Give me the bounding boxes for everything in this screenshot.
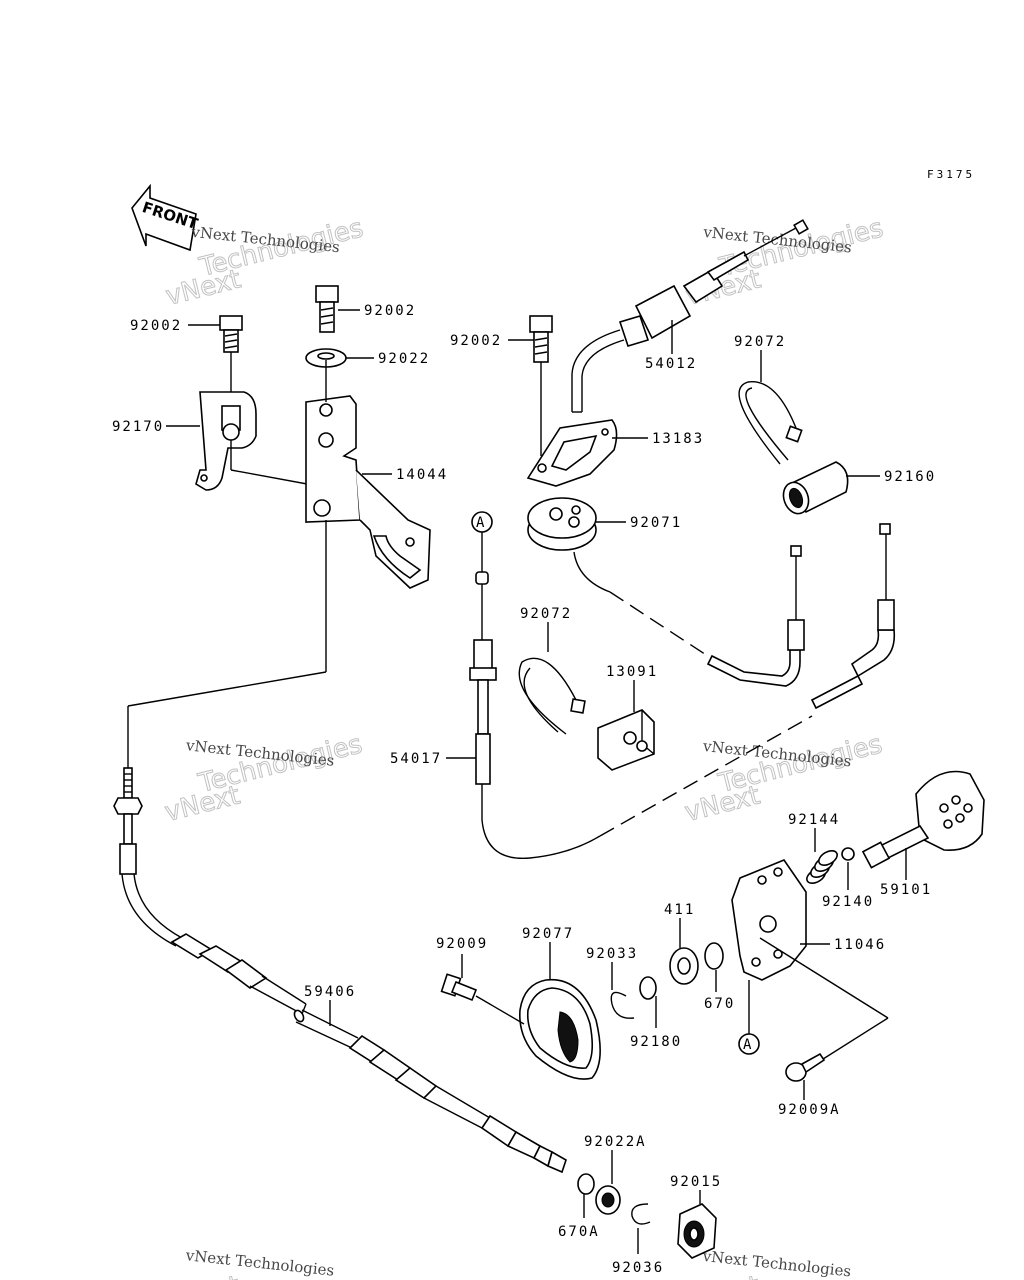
strap-92072-mid [518,657,586,735]
cable-59406 [113,767,567,1174]
label-92002-left: 92002 [130,318,182,334]
label-59406: 59406 [304,984,356,1000]
bolt-92002-right [529,315,553,363]
label-11046: 11046 [834,937,886,953]
label-92077: 92077 [522,926,574,942]
label-92144: 92144 [788,812,840,828]
callout-a-label: A [476,515,486,531]
label-59101: 59101 [880,882,932,898]
label-92072-mid: 92072 [520,606,572,622]
label-670: 670 [704,996,735,1012]
cable-54017-end-right [706,523,896,710]
label-411: 411 [664,902,695,918]
label-54012: 54012 [645,356,697,372]
knob-92077 [519,978,601,1080]
label-92072-top: 92072 [734,334,786,350]
clip-92033 [610,991,635,1019]
label-54017: 54017 [390,751,442,767]
plate-11046 [731,859,807,981]
label-92170: 92170 [112,419,164,435]
bracket-14044 [305,395,431,589]
bolt-92009 [440,973,478,1002]
grommet-92071 [527,497,597,551]
nut-92015 [677,1203,717,1259]
lockwasher-92036 [631,1203,651,1225]
oring-670a [577,1173,595,1195]
label-92002-right: 92002 [450,333,502,349]
watermark-text: vNext Technologies [184,1246,335,1280]
cable-54017 [469,571,497,785]
bolt-92002-left [219,315,243,353]
label-92002-mid: 92002 [364,303,416,319]
bracket-92170 [195,391,257,491]
label-92009: 92009 [436,936,488,952]
svg-text:vNext: vNext [682,1270,763,1280]
label-670a: 670A [558,1224,600,1240]
oring-670 [704,942,724,970]
sleeve-92160 [782,461,849,515]
label-92071: 92071 [630,515,682,531]
strap-92072-top [738,381,803,465]
label-13091: 13091 [606,664,658,680]
block-13091 [597,709,655,771]
label-92022a: 92022A [584,1134,647,1150]
screw-92009a [785,1052,826,1082]
svg-text:vNext: vNext [162,1270,243,1280]
plate-13183 [526,419,618,487]
watermark: vNext Technologies vNext Technologies vN… [161,213,886,1280]
label-92033: 92033 [586,946,638,962]
spring-92144 [806,849,838,885]
bolt-92002-mid [315,285,339,333]
label-92180: 92180 [630,1034,682,1050]
ball-92140 [841,847,855,861]
label-92140: 92140 [822,894,874,910]
cable-54012 [571,219,809,413]
lever-59101 [861,770,985,869]
label-92036: 92036 [612,1260,664,1276]
washer-92022a [595,1185,621,1215]
callout-a-label: A [743,1037,753,1053]
washer-411 [669,947,699,985]
label-92009a: 92009A [778,1102,841,1118]
label-92022: 92022 [378,351,430,367]
label-14044: 14044 [396,467,448,483]
label-92160: 92160 [884,469,936,485]
watermark-text: vNext Technologies [701,1247,852,1280]
washer-92180 [639,976,657,1000]
label-92015: 92015 [670,1174,722,1190]
diagram-code: F3175 [927,168,975,181]
label-13183: 13183 [652,431,704,447]
